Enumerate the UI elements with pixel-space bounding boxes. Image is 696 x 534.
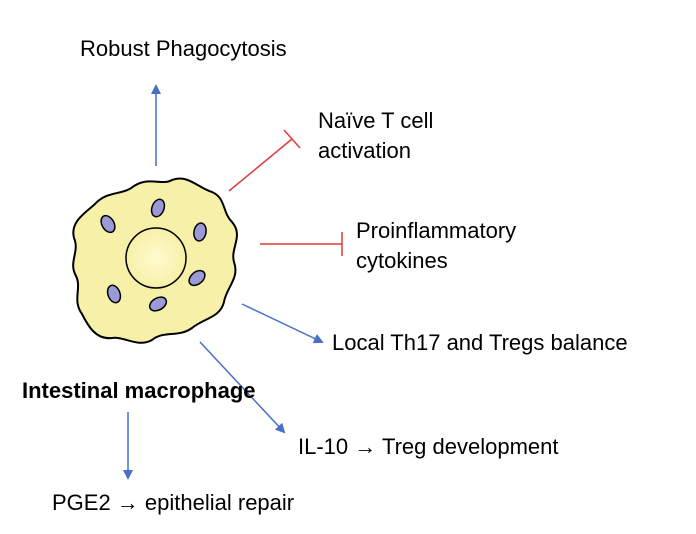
arrow-to-th17-tregs — [241, 303, 324, 344]
inhibit-naive-t-cell — [228, 129, 301, 192]
macrophage-cell-icon — [72, 177, 238, 344]
granule — [100, 214, 116, 234]
label-phagocytosis: Robust Phagocytosis — [80, 36, 287, 61]
inhibit-proinflammatory-cytokines — [260, 232, 343, 256]
label-proinflammatory-line1: Proinflammatory — [356, 218, 517, 243]
label-naive-t-cell-line2: activation — [318, 138, 411, 163]
label-il10: IL-10 → Treg development — [298, 434, 559, 459]
granule — [148, 296, 168, 312]
nucleus — [125, 227, 187, 289]
granule — [188, 269, 206, 287]
label-naive-t-cell-line1: Naïve T cell — [318, 108, 434, 133]
granule — [150, 198, 166, 218]
center-label-macrophage: Intestinal macrophage — [22, 378, 256, 403]
granule — [106, 284, 122, 304]
label-proinflammatory-line2: cytokines — [356, 248, 448, 273]
granule — [193, 222, 207, 242]
label-pge2: PGE2 → epithelial repair — [52, 490, 295, 515]
arrow-to-il10 — [199, 341, 286, 434]
label-th17-tregs: Local Th17 and Tregs balance — [332, 330, 628, 355]
